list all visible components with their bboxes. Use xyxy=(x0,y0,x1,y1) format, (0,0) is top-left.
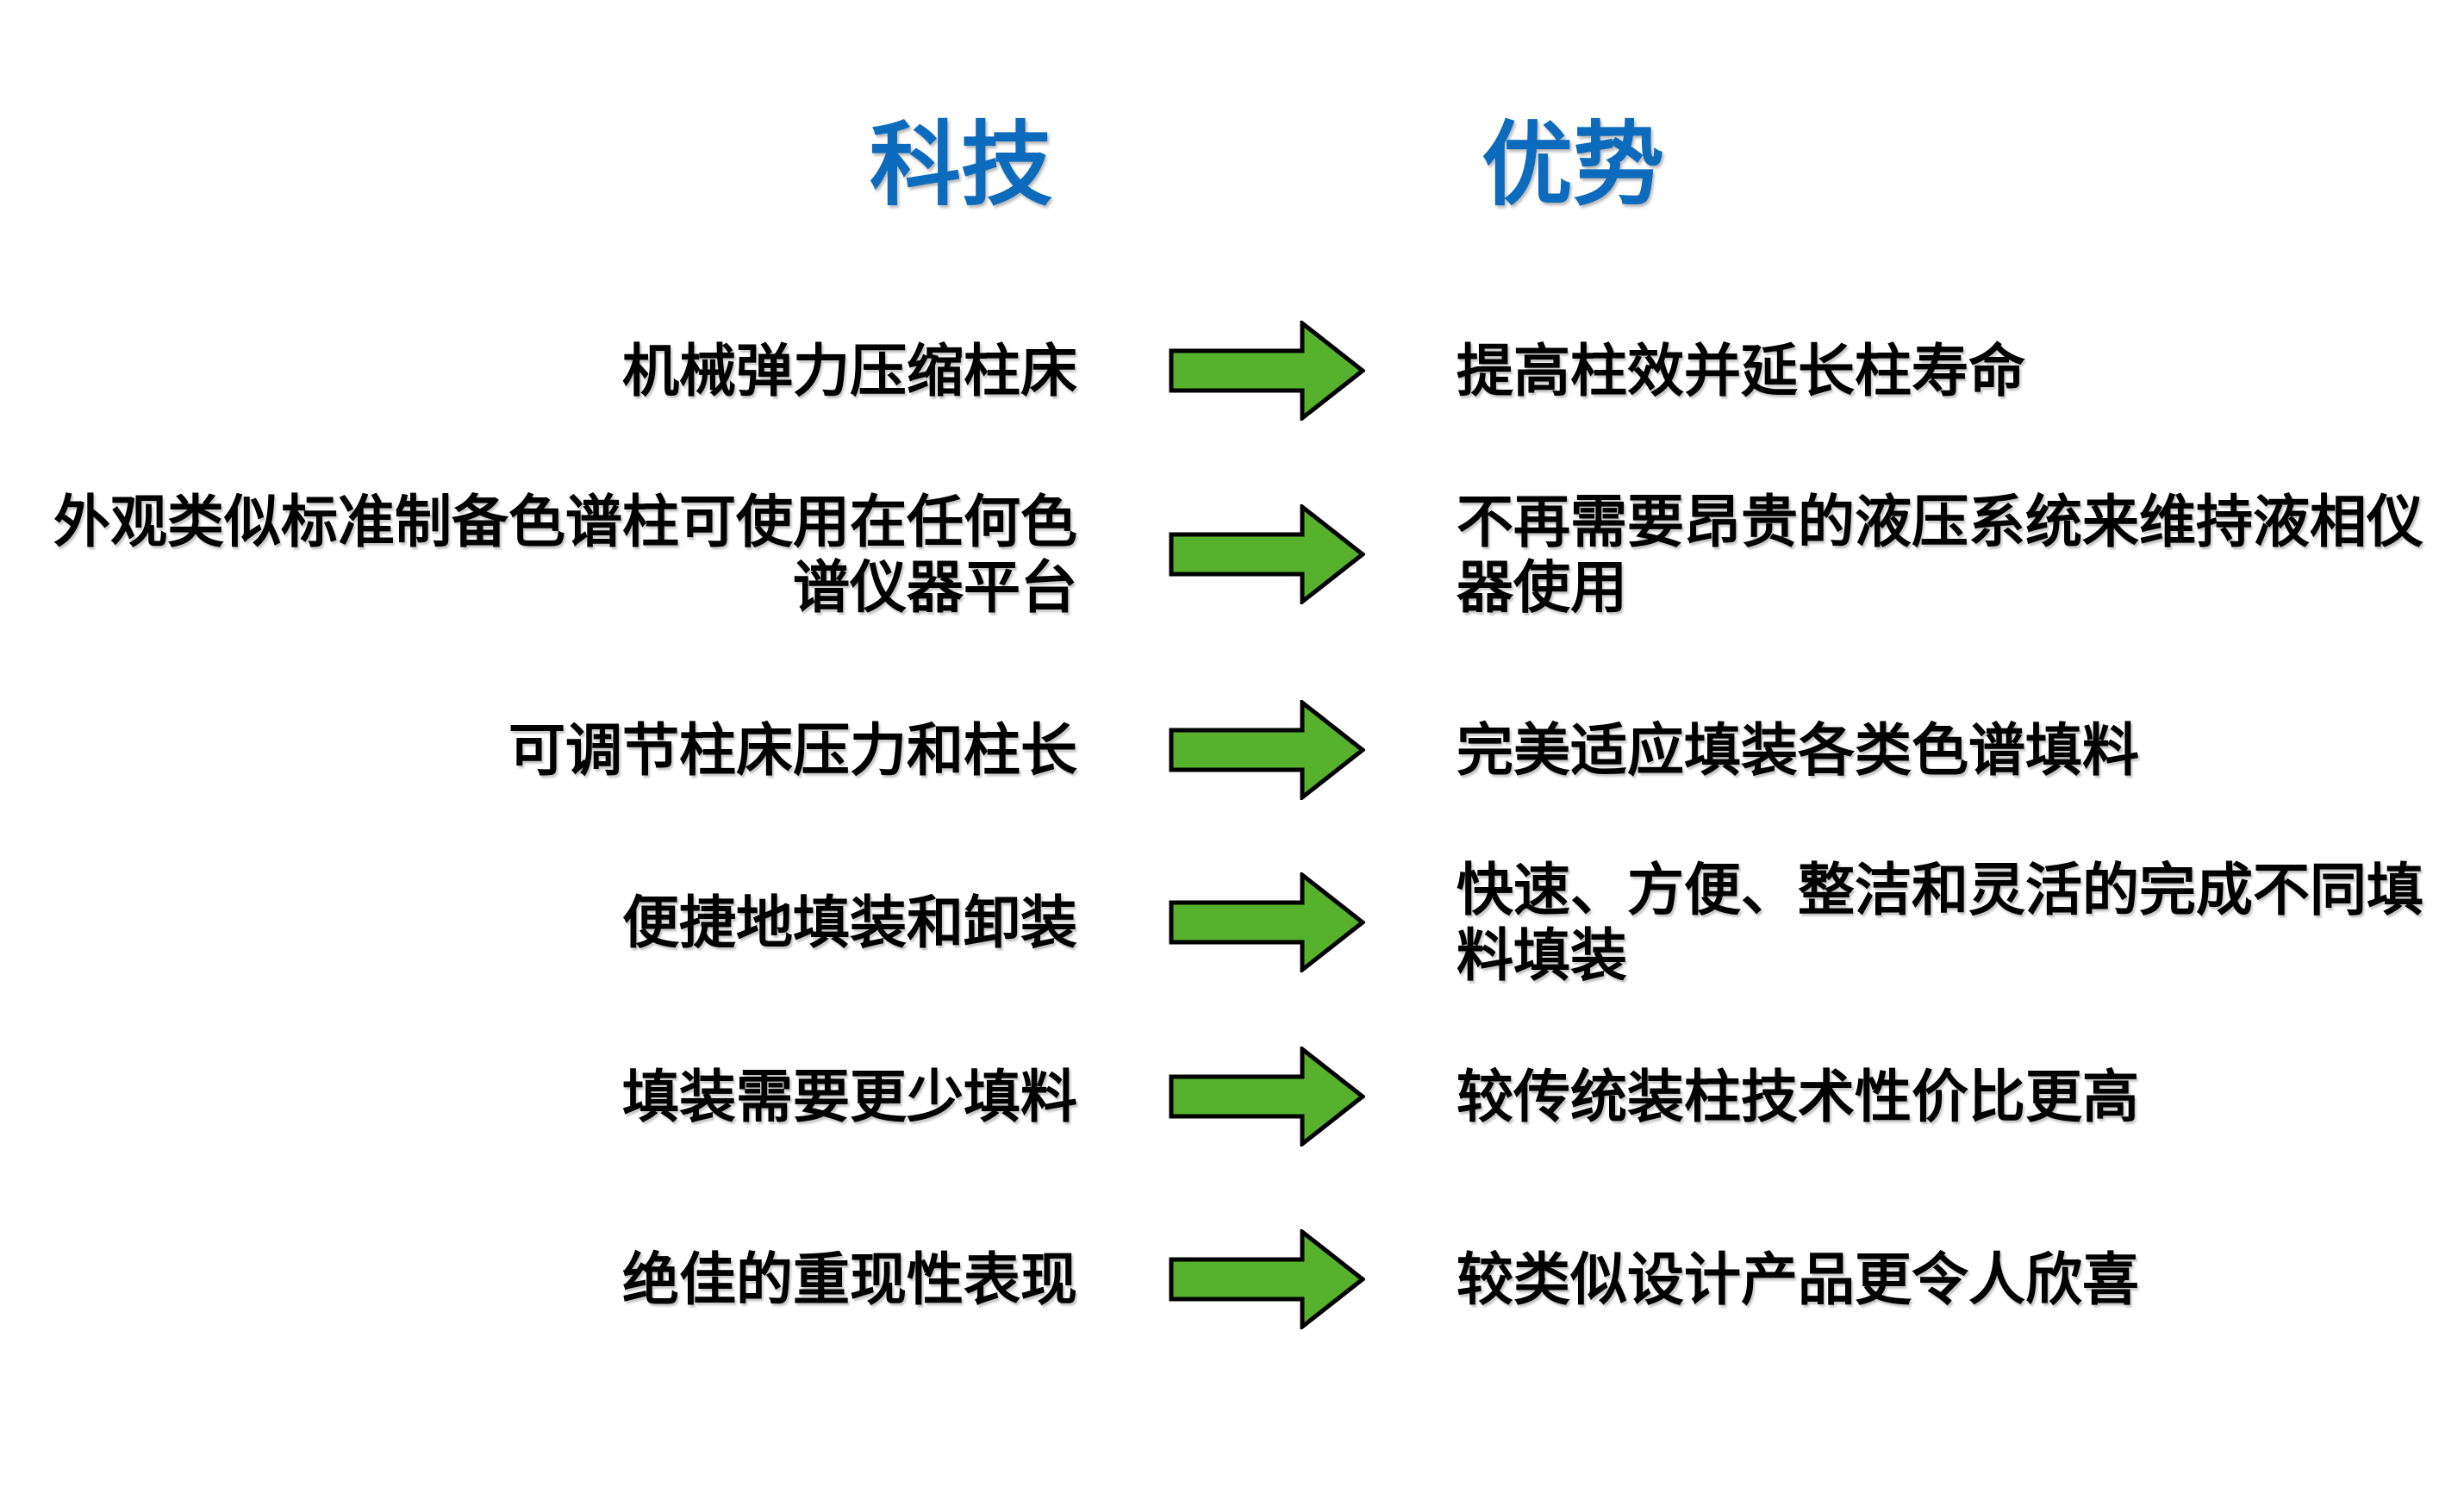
comparison-row: 外观类似标准制备色谱柱可使用在任何色 谱仪器平台 不再需要昂贵的液压系统来维持液… xyxy=(0,468,2464,641)
advantage-column-header: 优势 xyxy=(1482,115,1664,216)
arrow-cell xyxy=(1077,1229,1457,1329)
right-block-arrow-icon xyxy=(1169,504,1365,604)
tech-text: 便捷地填装和卸装 xyxy=(622,890,1077,954)
comparison-row: 可调节柱床压力和柱长 完美适应填装各类色谱填料 xyxy=(0,664,2464,836)
comparison-row: 绝佳的重现性表现 较类似设计产品更令人欣喜 xyxy=(0,1193,2464,1365)
right-block-arrow-icon xyxy=(1169,1047,1365,1147)
arrow-cell xyxy=(1077,872,1457,972)
right-block-arrow-icon xyxy=(1169,1229,1365,1329)
tech-text: 绝佳的重现性表现 xyxy=(622,1247,1077,1311)
comparison-row: 填装需要更少填料 较传统装柱技术性价比更高 xyxy=(0,1010,2464,1183)
advantage-text: 较类似设计产品更令人欣喜 xyxy=(1457,1247,2139,1311)
advantage-text: 快速、方便、整洁和灵活的完成不同填 料填装 xyxy=(1457,858,2423,987)
comparison-row: 机械弹力压缩柱床 提高柱效并延长柱寿命 xyxy=(0,284,2464,457)
tech-column-header: 科技 xyxy=(870,115,1052,216)
tech-text: 可调节柱床压力和柱长 xyxy=(508,718,1077,782)
tech-text: 填装需要更少填料 xyxy=(622,1065,1077,1128)
arrow-cell xyxy=(1077,700,1457,800)
right-block-arrow-icon xyxy=(1169,700,1365,800)
advantage-text: 提高柱效并延长柱寿命 xyxy=(1457,339,2025,403)
advantage-text: 不再需要昂贵的液压系统来维持液相仪 器使用 xyxy=(1457,490,2423,619)
tech-text: 外观类似标准制备色谱柱可使用在任何色 谱仪器平台 xyxy=(53,490,1077,619)
arrow-cell xyxy=(1077,1047,1457,1147)
advantage-text: 完美适应填装各类色谱填料 xyxy=(1457,718,2139,782)
right-block-arrow-icon xyxy=(1169,872,1365,972)
right-block-arrow-icon xyxy=(1169,321,1365,421)
arrow-cell xyxy=(1077,504,1457,604)
arrow-cell xyxy=(1077,321,1457,421)
tech-text: 机械弹力压缩柱床 xyxy=(622,339,1077,403)
advantage-text: 较传统装柱技术性价比更高 xyxy=(1457,1065,2139,1128)
comparison-row: 便捷地填装和卸装 快速、方便、整洁和灵活的完成不同填 料填装 xyxy=(0,836,2464,1009)
